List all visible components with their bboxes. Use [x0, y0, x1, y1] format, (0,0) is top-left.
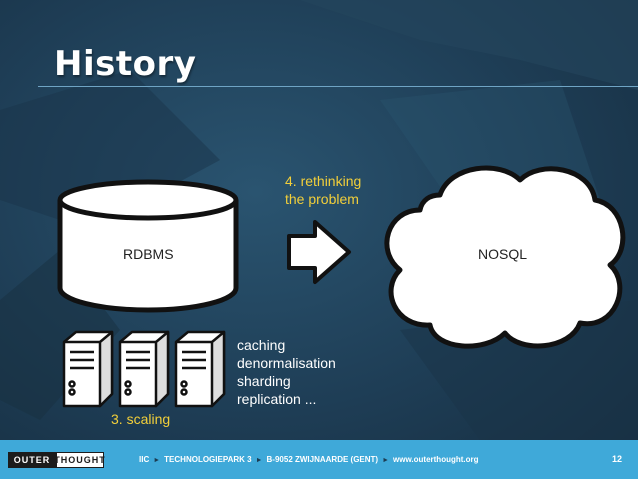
separator-icon: ► — [153, 457, 161, 464]
footer-item: B-9052 ZWIJNAARDE (GENT) — [266, 455, 379, 464]
page-number: 12 — [611, 454, 622, 464]
separator-icon: ► — [382, 457, 390, 464]
list-item: replication ... — [237, 391, 317, 407]
separator-icon: ► — [255, 457, 263, 464]
right-arrow-icon — [287, 220, 351, 284]
arrow-caption-line-2: the problem — [285, 191, 359, 207]
footer-item: IIC — [139, 455, 150, 464]
list-item: caching — [237, 337, 286, 353]
arrow-caption-line-1: 4. rethinking — [285, 173, 362, 189]
scaling-caption: 3. scaling — [111, 411, 171, 427]
footer-address: IIC►TECHNOLOGIEPARK 3►B-9052 ZWIJNAARDE … — [139, 455, 479, 464]
footer-bar: OUTER THOUGHT IIC►TECHNOLOGIEPARK 3►B-90… — [0, 440, 638, 479]
scaling-techniques-list: caching denormalisation sharding replica… — [237, 336, 336, 408]
title-divider — [38, 86, 638, 87]
server-icon — [174, 330, 226, 408]
rdbms-label: RDBMS — [123, 246, 174, 262]
slide-title: History — [54, 44, 197, 84]
nosql-label: NOSQL — [478, 246, 528, 262]
logo-left-text: OUTER — [8, 452, 56, 468]
list-item: denormalisation — [237, 355, 336, 371]
server-rack-icon — [62, 330, 226, 408]
logo-right-text: THOUGHT — [54, 452, 105, 468]
footer-website-link[interactable]: www.outerthought.org — [393, 455, 479, 464]
server-icon — [118, 330, 170, 408]
outerthought-logo: OUTER THOUGHT — [8, 452, 105, 468]
footer-item: TECHNOLOGIEPARK 3 — [164, 455, 252, 464]
cloud-icon — [384, 165, 626, 349]
list-item: sharding — [237, 373, 291, 389]
database-cylinder-icon — [57, 179, 239, 313]
arrow-caption: 4. rethinking the problem — [285, 172, 361, 208]
server-icon — [62, 330, 114, 408]
